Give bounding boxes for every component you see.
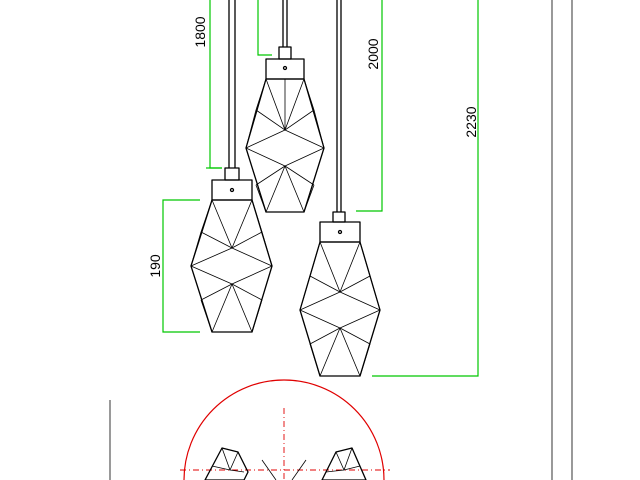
dimension-2000: 2000 <box>257 0 383 212</box>
dimension-label-190: 190 <box>147 254 163 278</box>
pendant-lamp-right <box>299 211 381 377</box>
dimension-2230: 2230 <box>372 0 479 377</box>
dimension-label-2230: 2230 <box>463 106 479 137</box>
dimension-label-2000: 2000 <box>365 38 381 69</box>
dimension-190: 190 <box>147 199 200 333</box>
plan-view <box>180 379 390 480</box>
pendant-lamp-left <box>190 167 273 333</box>
pendant-lamp-middle <box>245 46 325 213</box>
drawing-frame <box>109 0 573 480</box>
dimension-label-1800: 1800 <box>192 16 208 47</box>
pendant-cables <box>228 0 342 212</box>
dimension-1800: 1800 <box>192 0 222 169</box>
